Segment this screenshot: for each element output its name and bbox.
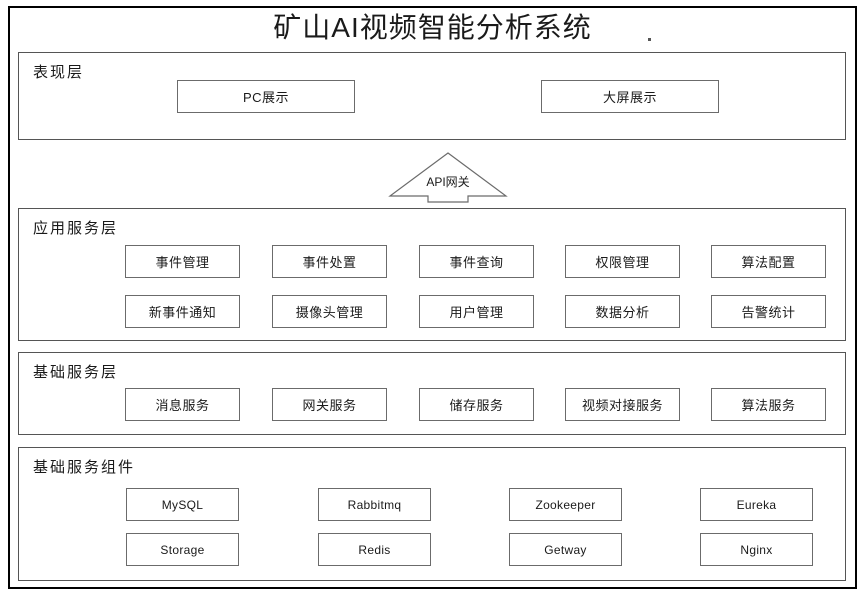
up-arrow-icon bbox=[388, 152, 508, 203]
api-gateway-arrow[interactable]: API网关 bbox=[388, 151, 508, 204]
node-event-disposal[interactable]: 事件处置 bbox=[272, 245, 387, 278]
node-label: 算法配置 bbox=[741, 255, 796, 270]
node-camera-management[interactable]: 摄像头管理 bbox=[272, 295, 387, 328]
node-label: 视频对接服务 bbox=[581, 398, 663, 413]
node-label: 事件处置 bbox=[302, 255, 357, 270]
node-message-service[interactable]: 消息服务 bbox=[125, 388, 240, 421]
node-label: PC展示 bbox=[242, 90, 290, 105]
node-label: Eureka bbox=[736, 497, 777, 512]
layer-label-basic-service: 基础服务层 bbox=[33, 364, 119, 381]
layer-label-application: 应用服务层 bbox=[33, 220, 119, 237]
node-user-management[interactable]: 用户管理 bbox=[419, 295, 534, 328]
node-gateway-service[interactable]: 网关服务 bbox=[272, 388, 387, 421]
node-label: Redis bbox=[358, 542, 391, 557]
node-redis[interactable]: Redis bbox=[318, 533, 431, 566]
node-alarm-statistics[interactable]: 告警统计 bbox=[711, 295, 826, 328]
node-label: 权限管理 bbox=[595, 255, 650, 270]
layer-label-presentation: 表现层 bbox=[33, 64, 85, 81]
node-label: Rabbitmq bbox=[347, 497, 402, 512]
node-label: 大屏展示 bbox=[602, 90, 657, 105]
node-label: 告警统计 bbox=[741, 305, 796, 320]
node-nginx[interactable]: Nginx bbox=[700, 533, 813, 566]
node-label: Nginx bbox=[740, 542, 773, 557]
node-label: 网关服务 bbox=[302, 398, 357, 413]
node-mysql[interactable]: MySQL bbox=[126, 488, 239, 521]
node-rabbitmq[interactable]: Rabbitmq bbox=[318, 488, 431, 521]
node-zookeeper[interactable]: Zookeeper bbox=[509, 488, 622, 521]
node-label: 算法服务 bbox=[741, 398, 796, 413]
node-label: MySQL bbox=[161, 497, 204, 512]
node-event-management[interactable]: 事件管理 bbox=[125, 245, 240, 278]
node-big-screen[interactable]: 大屏展示 bbox=[541, 80, 719, 113]
node-label: 事件管理 bbox=[155, 255, 210, 270]
layer-panel-presentation: 表现层 bbox=[18, 52, 846, 140]
node-label: 摄像头管理 bbox=[295, 305, 364, 320]
node-pc-display[interactable]: PC展示 bbox=[177, 80, 355, 113]
node-algorithm-service[interactable]: 算法服务 bbox=[711, 388, 826, 421]
node-label: 事件查询 bbox=[449, 255, 504, 270]
node-new-event-notice[interactable]: 新事件通知 bbox=[125, 295, 240, 328]
node-label: Getway bbox=[544, 542, 587, 557]
node-eureka[interactable]: Eureka bbox=[700, 488, 813, 521]
node-label: 用户管理 bbox=[449, 305, 504, 320]
layer-label-basic-components: 基础服务组件 bbox=[33, 459, 136, 476]
node-label: Zookeeper bbox=[535, 497, 596, 512]
node-label: Storage bbox=[160, 542, 205, 557]
node-label: 消息服务 bbox=[155, 398, 210, 413]
node-algorithm-config[interactable]: 算法配置 bbox=[711, 245, 826, 278]
page-title: 矿山AI视频智能分析系统 bbox=[273, 12, 592, 43]
node-storage-service[interactable]: 储存服务 bbox=[419, 388, 534, 421]
node-label: 新事件通知 bbox=[148, 305, 217, 320]
node-event-query[interactable]: 事件查询 bbox=[419, 245, 534, 278]
node-getway[interactable]: Getway bbox=[509, 533, 622, 566]
node-storage[interactable]: Storage bbox=[126, 533, 239, 566]
node-label: 数据分析 bbox=[595, 305, 650, 320]
node-video-docking-service[interactable]: 视频对接服务 bbox=[565, 388, 680, 421]
node-label: 储存服务 bbox=[449, 398, 504, 413]
node-data-analysis[interactable]: 数据分析 bbox=[565, 295, 680, 328]
title-decoration-dot bbox=[648, 38, 651, 41]
node-permission-management[interactable]: 权限管理 bbox=[565, 245, 680, 278]
